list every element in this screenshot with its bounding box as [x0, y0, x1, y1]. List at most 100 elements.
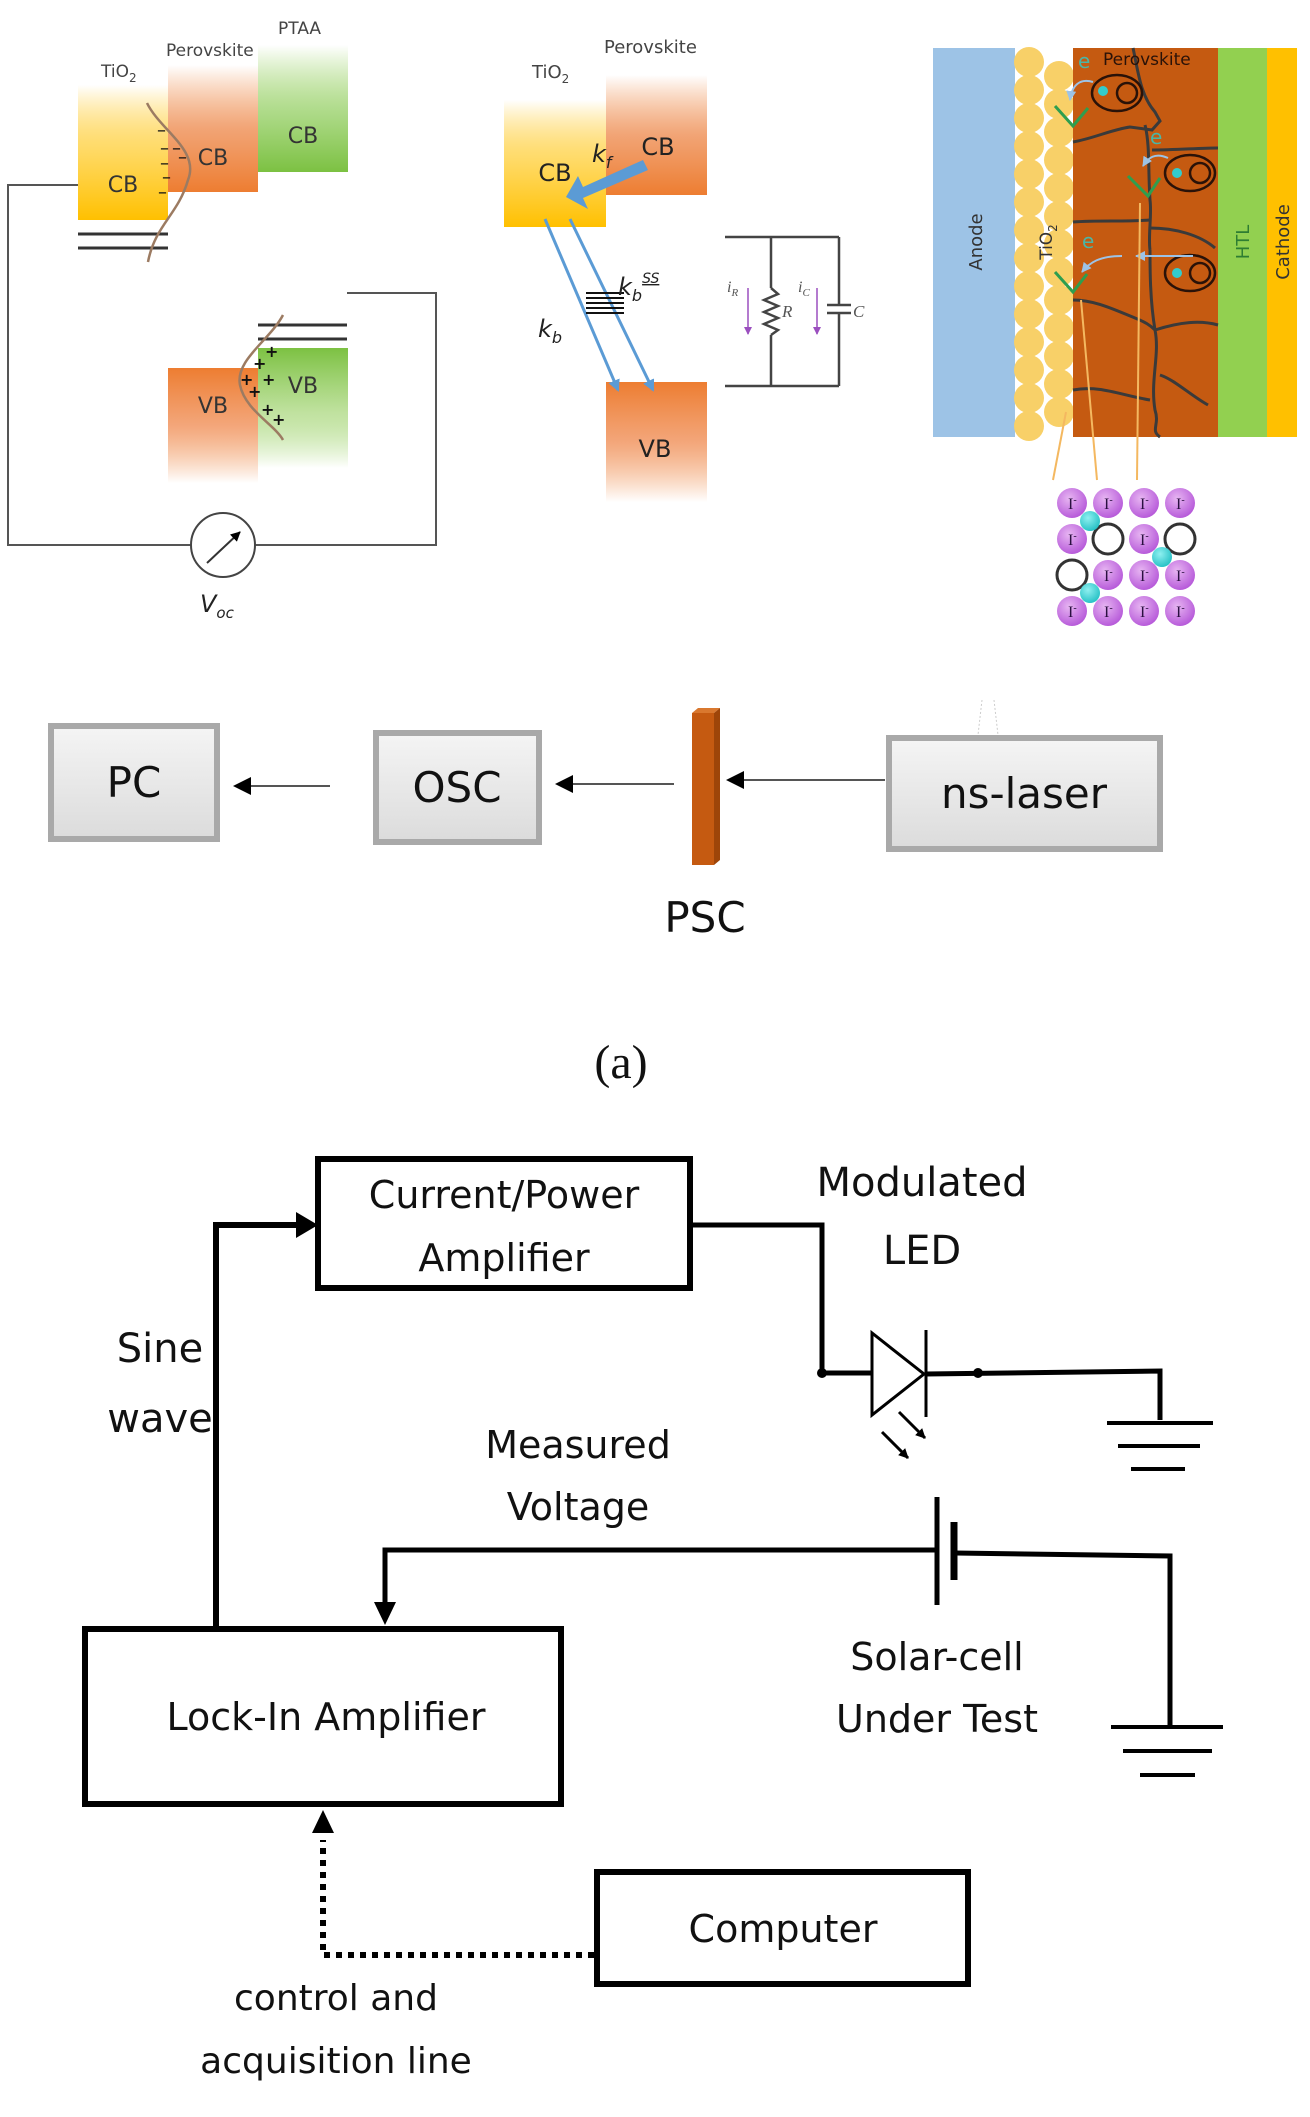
tio2-particle [1014, 327, 1044, 357]
lockin-amplifier-box [82, 1626, 564, 1807]
tio2-particle [1044, 145, 1074, 175]
solar-label-line2: Under Test [836, 1697, 1038, 1741]
tio2-particle [1014, 75, 1044, 105]
iodide-ion [1165, 560, 1195, 590]
perovskite-layer-label: Perovskite [1103, 50, 1191, 70]
control-label-line2: acquisition line [200, 2041, 472, 2082]
tio2-cb-band [504, 100, 606, 227]
external-circuit-wire [255, 292, 437, 546]
iodide-label: I- [1176, 603, 1185, 621]
ptaa-vb-label: VB [288, 374, 318, 399]
tio2-cb-label: CB [108, 173, 138, 198]
iodide-ion [1093, 560, 1123, 590]
htl-layer [1218, 48, 1267, 437]
trap-recombination-arrow [568, 218, 655, 392]
iodide-ion [1165, 488, 1195, 518]
ptaa-label: PTAA [278, 19, 321, 39]
arrow-head [312, 1810, 334, 1833]
anode-label: Anode [966, 213, 987, 270]
iodide-ion [1057, 596, 1087, 626]
iodide-ion [1129, 488, 1159, 518]
iodide-vacancy [1055, 558, 1089, 592]
laser-label: ns-laser [941, 769, 1108, 818]
ion-vacancy-lattice: I-I-I-I-I-I-I-I-I-I-I-I-I- [1055, 488, 1197, 626]
kbss-label: kbSS [618, 271, 659, 305]
measured-voltage-wire [382, 1547, 937, 1605]
iodide-vacancy [1091, 522, 1125, 556]
amplifier-label-line2: Amplifier [418, 1236, 590, 1280]
anode-layer [933, 48, 1015, 437]
perovskite-label: Perovskite [166, 41, 254, 61]
rc-circuit [725, 235, 851, 388]
hole-charges: + + + + + + + [240, 342, 285, 429]
hole-charge: + [262, 370, 275, 389]
iodide-label: I- [1104, 567, 1113, 585]
tio2-particles [1014, 47, 1074, 441]
pc-box: PC [48, 723, 220, 842]
lockin-label: Lock-In Amplifier [167, 1695, 486, 1739]
tio2-label: TiO2 [100, 62, 137, 85]
control-acquisition-line [320, 1840, 594, 1958]
iodide-ion [1129, 560, 1159, 590]
computer-label: Computer [689, 1907, 878, 1951]
perovskite-vb-band [606, 382, 707, 502]
gaussian-curve-cb [145, 102, 192, 263]
iodide-label: I- [1140, 603, 1149, 621]
zoom-pointer-line [1052, 411, 1067, 481]
perovskite-layer [1073, 48, 1218, 437]
tio2-particle [1014, 411, 1044, 441]
perovskite-vb-label: VB [639, 435, 672, 463]
junction-dot [973, 1368, 983, 1378]
recombination-arrow [543, 218, 620, 392]
iodide-ion [1093, 596, 1123, 626]
electron-charge: – [157, 120, 166, 141]
forward-transfer-arrow [566, 160, 648, 209]
tio2-particle [1044, 257, 1074, 287]
tio2-label: TiO2 [531, 62, 569, 86]
osc-box: OSC [373, 730, 542, 845]
tio2-particle [1014, 243, 1044, 273]
led-drive-wire [690, 1222, 872, 1376]
htl-label: HTL [1233, 225, 1254, 260]
control-label-line1: control and [234, 1978, 438, 2019]
tio2-particle [1014, 383, 1044, 413]
measured-label-line2: Voltage [507, 1485, 650, 1529]
solar-cell-ground-wire [954, 1550, 1173, 1727]
perovskite-cb-label: CB [641, 133, 674, 161]
led-emission-arrow [897, 1410, 927, 1440]
tio2-particle [1014, 187, 1044, 217]
led-ground-wire [925, 1368, 1163, 1420]
electron-label: e [1082, 229, 1094, 253]
psc-label: PSC [664, 893, 745, 942]
hole-charge: + [272, 410, 285, 429]
ptaa-cb-band [258, 45, 348, 172]
led-label-line1: Modulated [816, 1160, 1027, 1206]
tio2-particle [1044, 229, 1074, 259]
computer-box [594, 1869, 971, 1987]
iodide-label: I- [1104, 495, 1113, 513]
sine-label-line2: wave [107, 1396, 213, 1442]
ptaa-cb-label: CB [288, 124, 318, 149]
migrating-cation [1152, 547, 1172, 567]
electron-charges: – – – – – – – [157, 120, 187, 203]
zoom-pointer-line [1136, 202, 1141, 481]
electron-transfer-arrows [1066, 80, 1194, 273]
iodide-ion [1165, 596, 1195, 626]
kb-label: kb [538, 315, 562, 347]
psc-device: PSC [664, 708, 746, 942]
tio2-particle [1014, 103, 1044, 133]
measured-label-line1: Measured [485, 1423, 671, 1467]
tio2-layer-label: TiO2 [1037, 224, 1060, 261]
r-label: R [781, 302, 793, 321]
iodide-ion [1129, 524, 1159, 554]
junction-dot [817, 1368, 827, 1378]
cathode-layer [1267, 48, 1297, 437]
perovskite-cb-band [168, 65, 258, 192]
tio2-particle [1044, 341, 1074, 371]
iodide-label: I- [1176, 495, 1185, 513]
electron-charge: – [160, 153, 169, 174]
tio2-particle [1044, 173, 1074, 203]
electron-charge: – [160, 138, 169, 159]
zoom-pointer-line [1080, 299, 1098, 481]
iodide-ion [1093, 488, 1123, 518]
